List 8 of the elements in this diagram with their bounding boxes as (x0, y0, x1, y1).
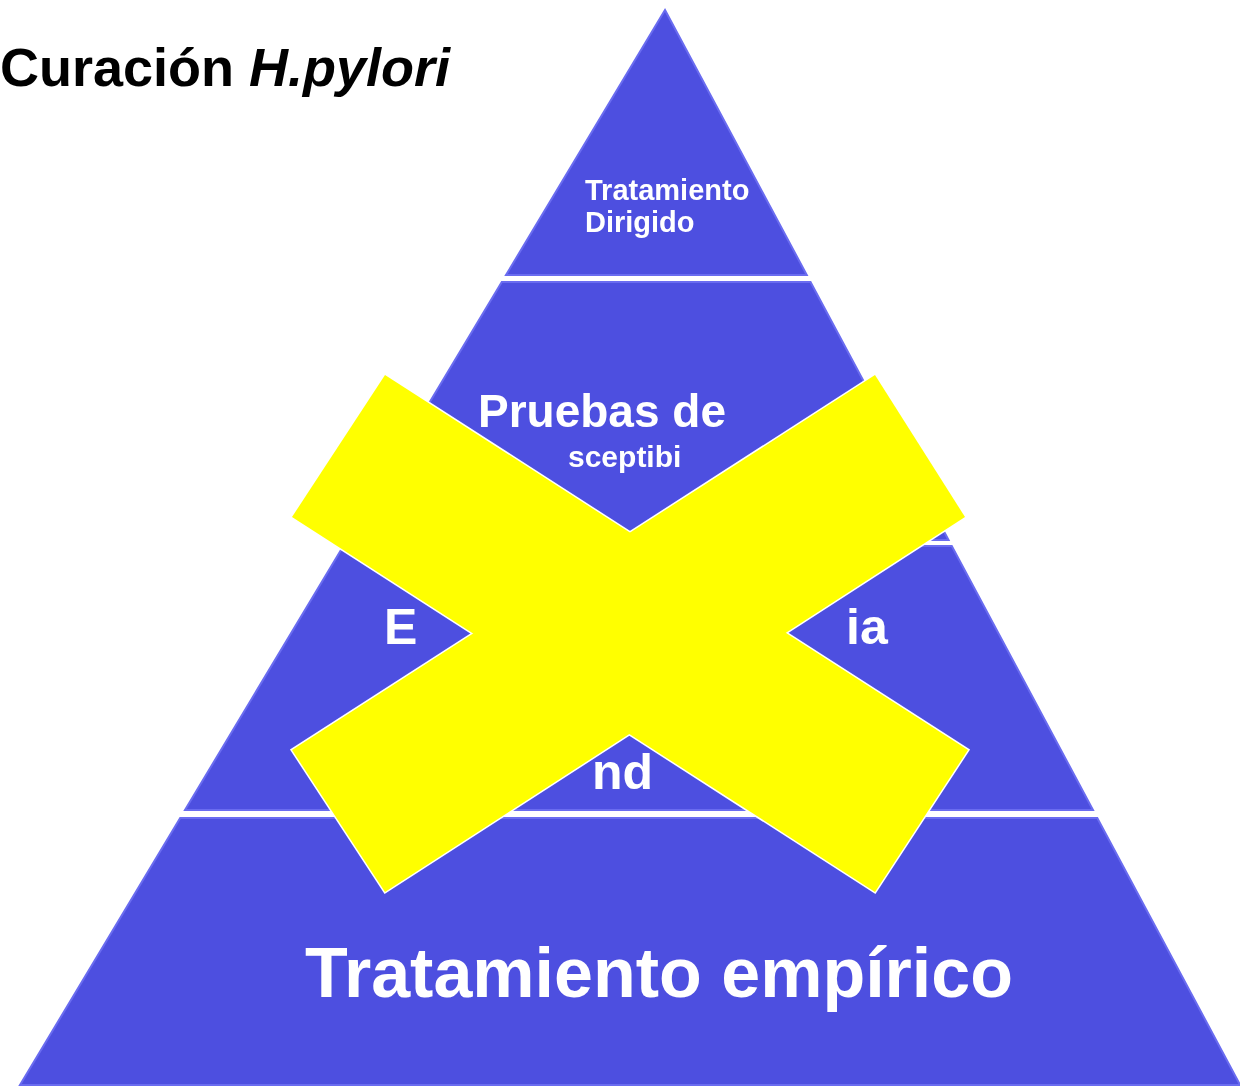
title: Curación H.pylori (0, 36, 451, 98)
tier-label: Pruebas de (478, 386, 726, 437)
tier-label: Tratamiento Dirigido (585, 175, 751, 239)
tier-label: sceptibi (568, 440, 682, 473)
tier-label: nd (592, 745, 654, 800)
tier-label: E (384, 600, 418, 655)
tier-label: ia (846, 600, 888, 655)
tier-label: Tratamiento empírico (305, 935, 1013, 1012)
